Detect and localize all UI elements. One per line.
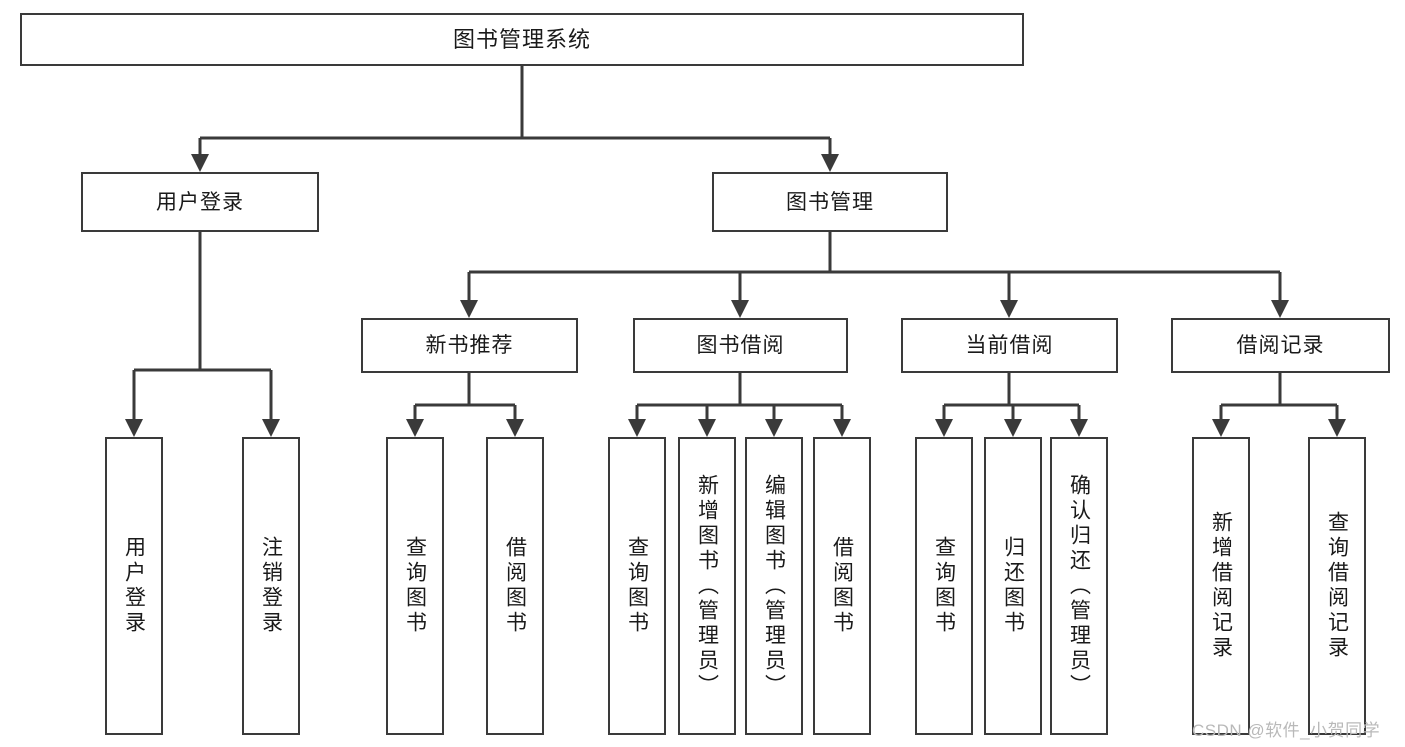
node-leaf-confirm-return-label: 确认归还（管理员） bbox=[1067, 473, 1091, 699]
node-user-login-label: 用户登录 bbox=[156, 190, 244, 214]
node-borrow-record[interactable]: 借阅记录 bbox=[1171, 318, 1390, 373]
node-leaf-add-borrow-record[interactable]: 新增借阅记录 bbox=[1192, 437, 1250, 735]
node-leaf-logout-login-label: 注销登录 bbox=[259, 536, 283, 636]
node-leaf-query-book-2-label: 查询图书 bbox=[625, 536, 649, 636]
node-book-manage-label: 图书管理 bbox=[786, 190, 874, 214]
node-leaf-query-book-2[interactable]: 查询图书 bbox=[608, 437, 666, 735]
node-leaf-logout-login[interactable]: 注销登录 bbox=[242, 437, 300, 735]
node-leaf-borrow-book-1-label: 借阅图书 bbox=[503, 536, 527, 636]
node-book-borrow[interactable]: 图书借阅 bbox=[633, 318, 848, 373]
node-leaf-edit-book-label: 编辑图书（管理员） bbox=[762, 473, 786, 699]
node-leaf-query-book-3-label: 查询图书 bbox=[932, 536, 956, 636]
csdn-watermark: CSDN @软件_小贺同学 bbox=[1192, 721, 1381, 740]
node-new-book-recommend-label: 新书推荐 bbox=[425, 334, 514, 357]
node-leaf-add-book[interactable]: 新增图书（管理员） bbox=[678, 437, 736, 735]
node-leaf-return-book[interactable]: 归还图书 bbox=[984, 437, 1042, 735]
node-borrow-record-label: 借阅记录 bbox=[1236, 334, 1325, 357]
node-leaf-query-book-3[interactable]: 查询图书 bbox=[915, 437, 973, 735]
node-root-label: 图书管理系统 bbox=[452, 26, 591, 52]
node-leaf-edit-book[interactable]: 编辑图书（管理员） bbox=[745, 437, 803, 735]
node-leaf-query-borrow-record-label: 查询借阅记录 bbox=[1325, 511, 1349, 661]
node-leaf-query-borrow-record[interactable]: 查询借阅记录 bbox=[1308, 437, 1366, 735]
node-user-login[interactable]: 用户登录 bbox=[81, 172, 319, 232]
node-leaf-borrow-book-1[interactable]: 借阅图书 bbox=[486, 437, 544, 735]
node-new-book-recommend[interactable]: 新书推荐 bbox=[361, 318, 578, 373]
node-current-borrow[interactable]: 当前借阅 bbox=[901, 318, 1118, 373]
node-leaf-confirm-return[interactable]: 确认归还（管理员） bbox=[1050, 437, 1108, 735]
node-leaf-user-login[interactable]: 用户登录 bbox=[105, 437, 163, 735]
node-leaf-borrow-book-2[interactable]: 借阅图书 bbox=[813, 437, 871, 735]
node-current-borrow-label: 当前借阅 bbox=[965, 334, 1054, 357]
node-leaf-user-login-label: 用户登录 bbox=[122, 536, 146, 636]
node-leaf-return-book-label: 归还图书 bbox=[1001, 536, 1025, 636]
node-leaf-add-book-label: 新增图书（管理员） bbox=[695, 473, 719, 699]
node-leaf-add-borrow-record-label: 新增借阅记录 bbox=[1209, 511, 1233, 661]
node-root[interactable]: 图书管理系统 bbox=[20, 13, 1024, 66]
node-leaf-query-book-1[interactable]: 查询图书 bbox=[386, 437, 444, 735]
node-book-borrow-label: 图书借阅 bbox=[696, 334, 785, 357]
node-book-manage[interactable]: 图书管理 bbox=[712, 172, 948, 232]
node-leaf-borrow-book-2-label: 借阅图书 bbox=[830, 536, 854, 636]
node-leaf-query-book-1-label: 查询图书 bbox=[403, 536, 427, 636]
